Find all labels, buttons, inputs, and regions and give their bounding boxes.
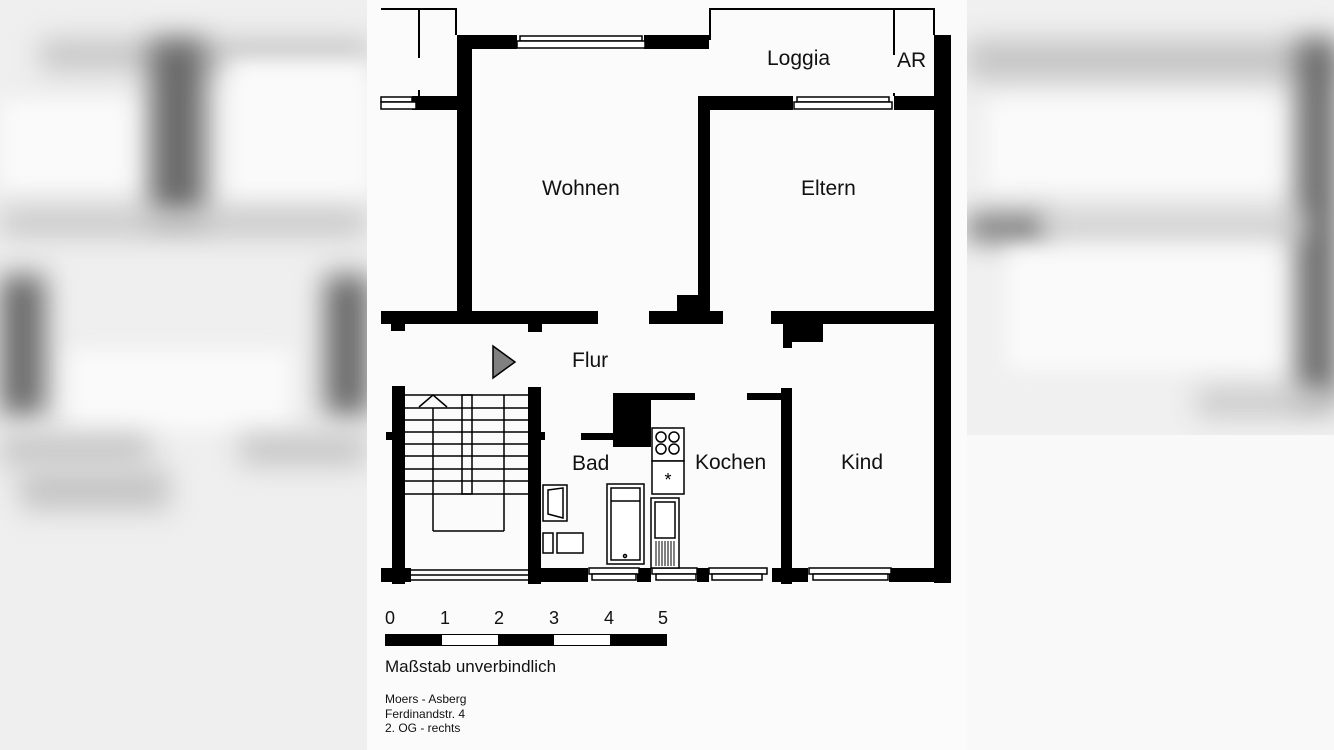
address-line-street: Ferdinandstr. 4 [385,706,466,721]
floorplan-sheet: * Loggia AR Wohnen Eltern Flur Bad Koche… [367,0,967,750]
scale-tick: 4 [603,608,615,628]
scale-caption: Maßstab unverbindlich [385,657,557,676]
room-label-bad: Bad [572,452,610,475]
scale-bar-graphic [385,634,667,646]
blurred-backdrop-right [967,0,1334,750]
room-label-eltern: Eltern [801,177,856,200]
scale-tick: 1 [439,608,451,628]
address-line-floor: 2. OG - rechts [385,721,461,735]
scale-tick: 2 [493,608,505,628]
room-label-kind: Kind [841,451,884,474]
address-block: Moers - Asberg Ferdinandstr. 4 2. OG - r… [385,692,466,736]
scale-tick: 0 [384,608,396,628]
address-line-city: Moers - Asberg [385,692,467,706]
room-label-ar: AR [897,49,927,72]
entrance-arrow-icon [492,344,517,380]
floorplan-drawing: * [380,8,951,584]
scale-tick: 5 [657,608,669,628]
bathroom-fixtures [542,483,645,565]
staircase [405,394,528,532]
scale-tick: 3 [548,608,560,628]
room-label-flur: Flur [572,349,609,372]
room-label-wohnen: Wohnen [542,177,620,200]
room-label-loggia: Loggia [767,47,831,70]
kitchen-fixtures [650,427,685,569]
room-label-kochen: Kochen [695,451,767,474]
blurred-backdrop-left [0,0,367,750]
scale-bar: 0 1 2 3 4 5 [385,608,669,646]
stove-symbol: * [664,470,671,490]
